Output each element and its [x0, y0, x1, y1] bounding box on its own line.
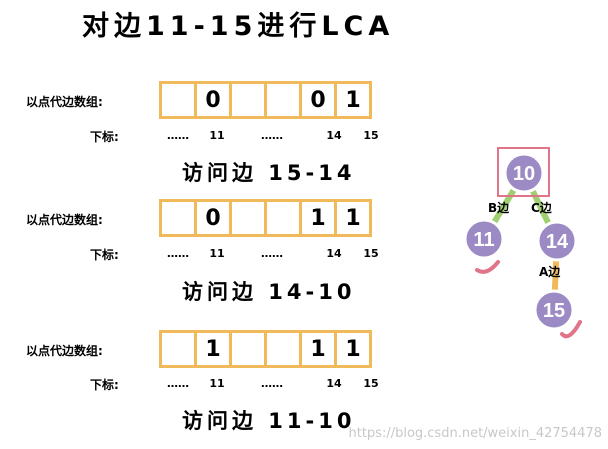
highlight-box — [497, 147, 550, 197]
index-dots: …… — [167, 247, 189, 260]
index-dots: …… — [167, 377, 189, 390]
index-15: 15 — [363, 377, 379, 390]
diagram-title: 对边11-15进行LCA — [82, 11, 395, 42]
node-label-10: 10 — [513, 163, 535, 185]
visit-edge-1: 访问边 15-14 — [182, 161, 356, 185]
index-label-2: 下标: — [90, 248, 119, 262]
node-15 — [533, 289, 575, 331]
array-2: 0 1 1 — [159, 199, 372, 237]
array-3: 1 1 1 — [159, 330, 372, 368]
watermark: https://blog.csdn.net/weixin_42754478 — [348, 426, 602, 441]
visit-edge-3: 访问边 11-10 — [182, 409, 356, 433]
index-label-1: 下标: — [90, 130, 119, 144]
index-14: 14 — [326, 377, 342, 390]
index-14: 14 — [326, 129, 342, 142]
node-label-11: 11 — [473, 229, 494, 251]
array-label-1: 以点代边数组: — [26, 95, 103, 109]
cell-15: 1 — [334, 81, 372, 119]
index-label-3: 下标: — [90, 378, 119, 392]
node-11 — [463, 218, 505, 260]
array-1: 0 0 1 — [159, 81, 372, 119]
index-15: 15 — [363, 247, 379, 260]
check-mark-icon — [475, 260, 500, 274]
index-dots: …… — [167, 129, 189, 142]
array-label-2: 以点代边数组: — [26, 213, 103, 227]
index-11: 11 — [209, 129, 225, 142]
node-label-14: 14 — [546, 231, 569, 253]
node-14 — [536, 220, 578, 262]
cell-15: 1 — [334, 199, 372, 237]
index-dots: …… — [261, 129, 283, 142]
node-10 — [503, 152, 545, 194]
cell-15: 1 — [334, 330, 372, 368]
index-dots: …… — [261, 377, 283, 390]
node-label-15: 15 — [543, 300, 565, 322]
edge-label-b: B边 — [488, 200, 510, 215]
check-mark-icon — [560, 320, 582, 339]
index-dots: …… — [261, 247, 283, 260]
index-11: 11 — [209, 247, 225, 260]
edge-label-c: C边 — [531, 200, 553, 215]
array-label-3: 以点代边数组: — [26, 344, 103, 358]
index-11: 11 — [209, 377, 225, 390]
index-15: 15 — [363, 129, 379, 142]
edge-label-a: A边 — [539, 264, 561, 279]
index-14: 14 — [326, 247, 342, 260]
visit-edge-2: 访问边 14-10 — [182, 280, 356, 304]
